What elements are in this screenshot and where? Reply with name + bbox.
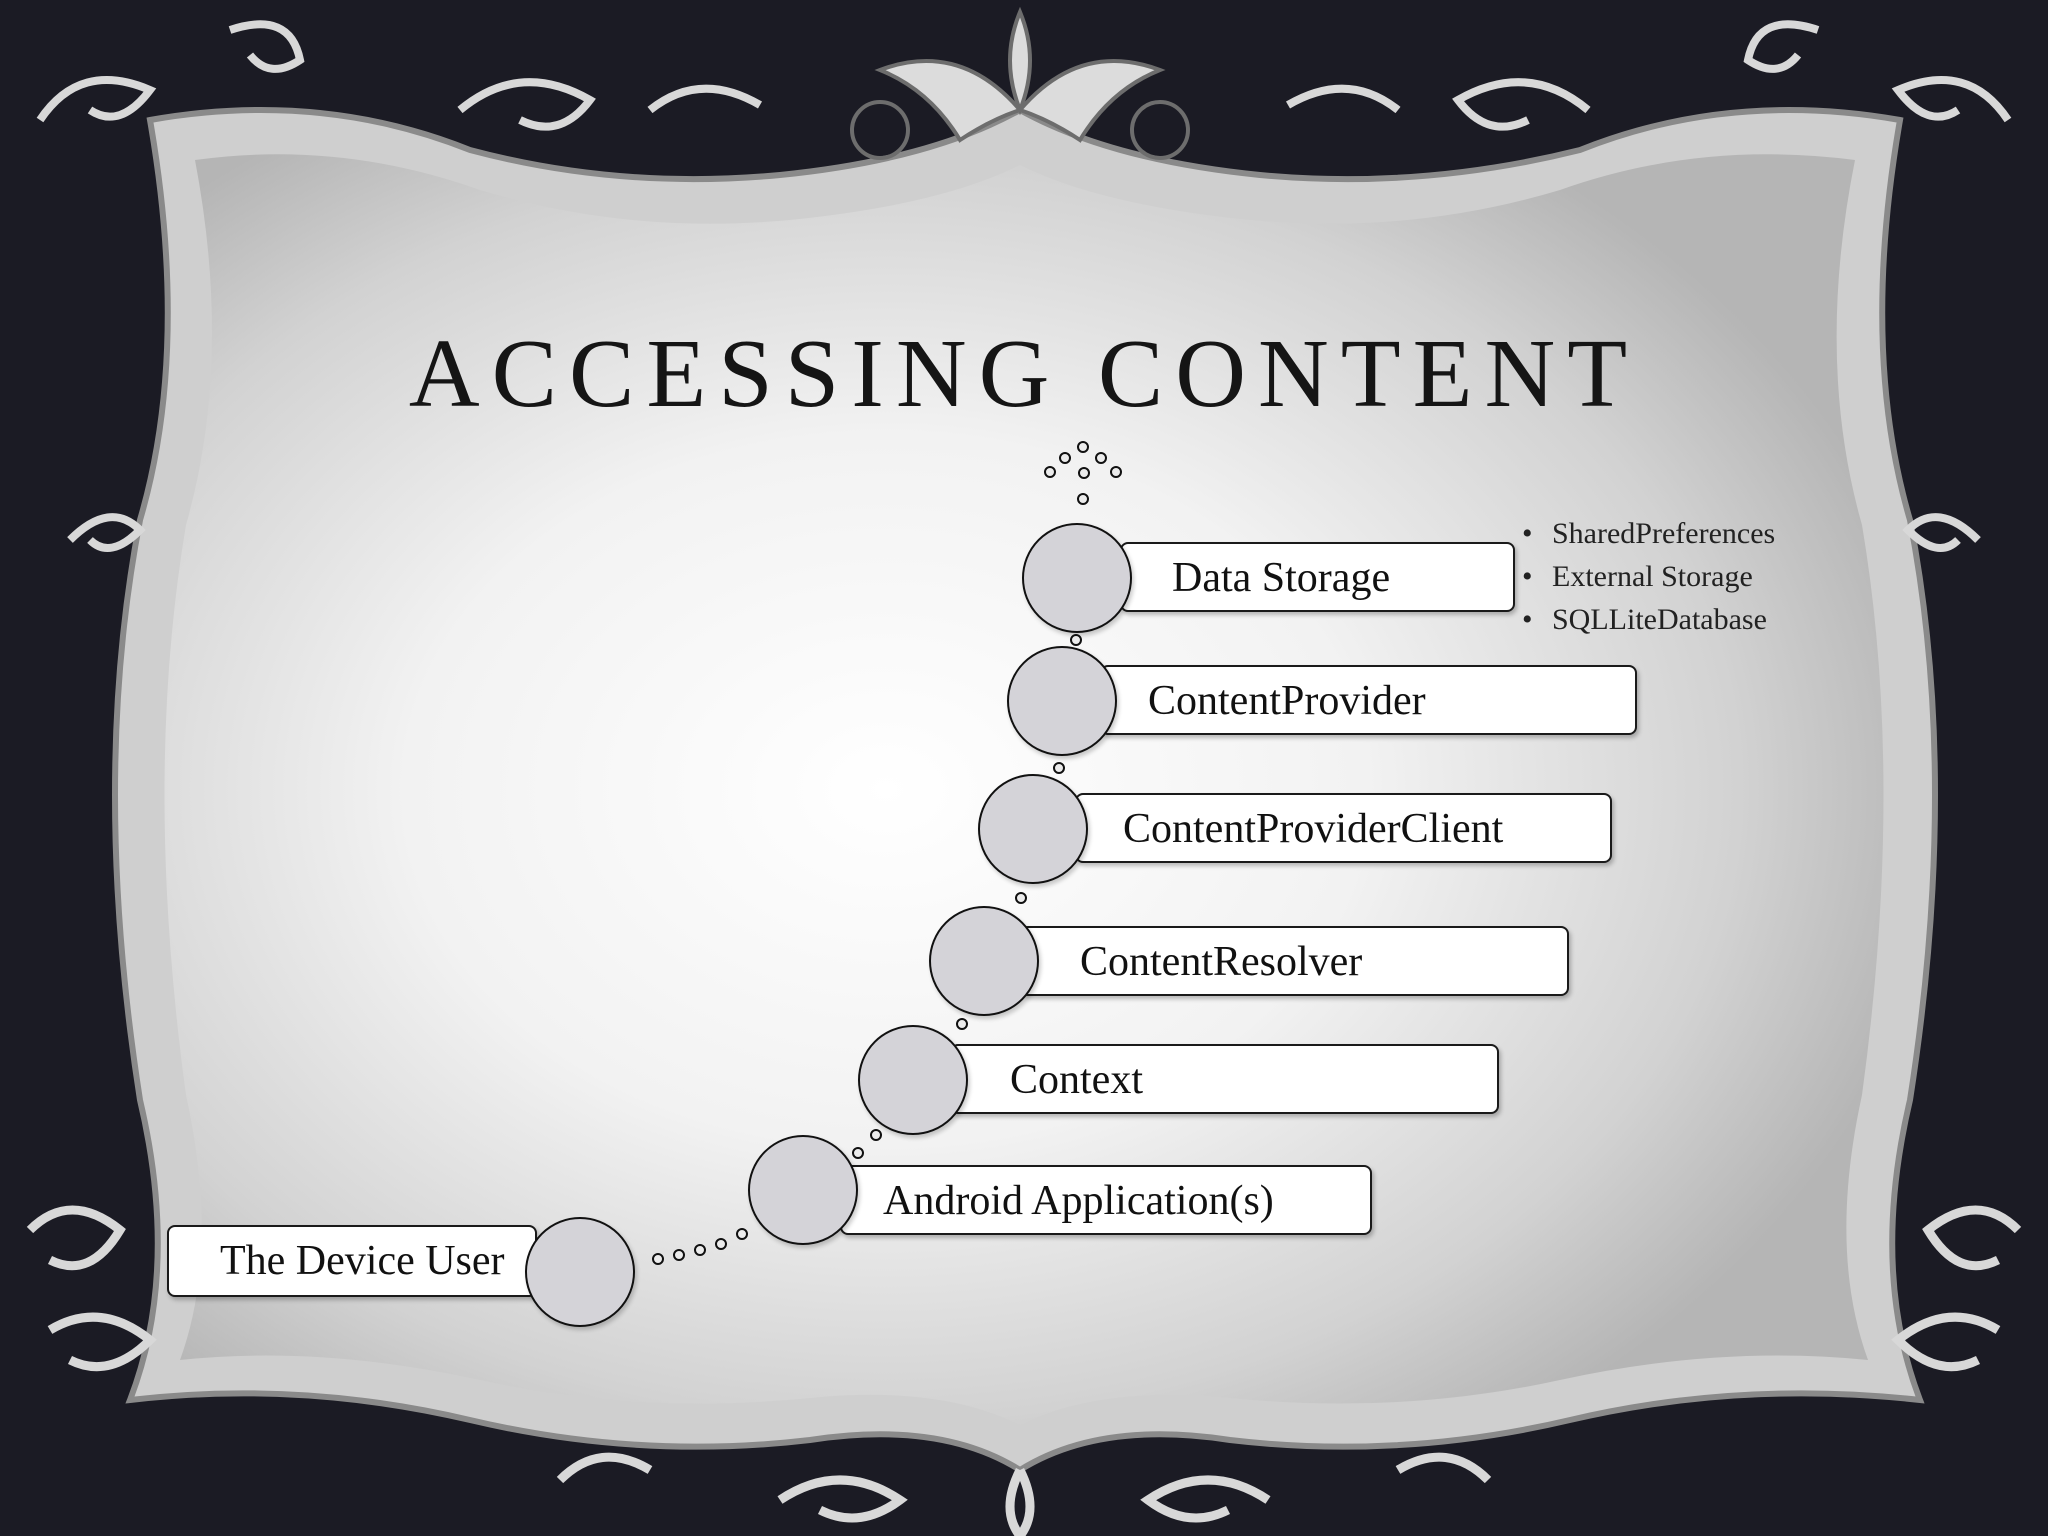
top-center-ornament [850, 6, 1190, 160]
connector-dot [1078, 467, 1090, 479]
connector-dot [852, 1147, 864, 1159]
connector-dot [1059, 452, 1071, 464]
connector-dot [956, 1018, 968, 1030]
step-label-content-provider: ContentProvider [1148, 678, 1426, 724]
connector-dot [1015, 892, 1027, 904]
top-right-ornament [1285, 20, 2012, 131]
storage-type-item: External Storage [1522, 555, 1775, 598]
step-box-content-provider [1100, 665, 1637, 735]
connector-dot [1095, 452, 1107, 464]
storage-type-list: SharedPreferences External Storage SQLLi… [1522, 512, 1775, 641]
step-label-data-storage: Data Storage [1172, 555, 1391, 601]
step-label-context: Context [1010, 1057, 1143, 1103]
step-box-content-resolver [1020, 926, 1569, 996]
side-ornaments [67, 513, 1981, 552]
connector-dot [1053, 762, 1065, 774]
connector-dot [1070, 634, 1082, 646]
slide-title: ACCESSING CONTENT [408, 320, 1640, 428]
connector-dot [1044, 466, 1056, 478]
step-box-data-storage [1120, 542, 1515, 612]
step-circle-content-provider-client [978, 774, 1088, 884]
step-box-android-applications [840, 1165, 1372, 1235]
step-box-device-user [167, 1225, 537, 1297]
step-circle-device-user [525, 1217, 635, 1327]
step-box-content-provider-client [1075, 793, 1612, 863]
step-label-content-resolver: ContentResolver [1080, 939, 1363, 985]
connector-dot [736, 1228, 748, 1240]
step-circle-android-applications [748, 1135, 858, 1245]
step-circle-content-resolver [929, 906, 1039, 1016]
connector-dot [1110, 466, 1122, 478]
storage-type-item: SharedPreferences [1522, 512, 1775, 555]
connector-dot [1077, 493, 1089, 505]
step-label-device-user: The Device User [220, 1238, 505, 1284]
step-circle-context [858, 1025, 968, 1135]
connector-dot [1077, 441, 1089, 453]
step-label-android-applications: Android Application(s) [883, 1178, 1274, 1224]
connector-dot [715, 1238, 727, 1250]
step-circle-content-provider [1007, 646, 1117, 756]
storage-type-item: SQLLiteDatabase [1522, 598, 1775, 641]
connector-dot [694, 1244, 706, 1256]
connector-dot [673, 1249, 685, 1261]
top-left-ornament [36, 20, 763, 131]
bottom-ornaments [26, 1205, 2022, 1536]
connector-dot [870, 1129, 882, 1141]
step-circle-data-storage [1022, 523, 1132, 633]
step-label-content-provider-client: ContentProviderClient [1123, 806, 1504, 852]
connector-dot [652, 1253, 664, 1265]
